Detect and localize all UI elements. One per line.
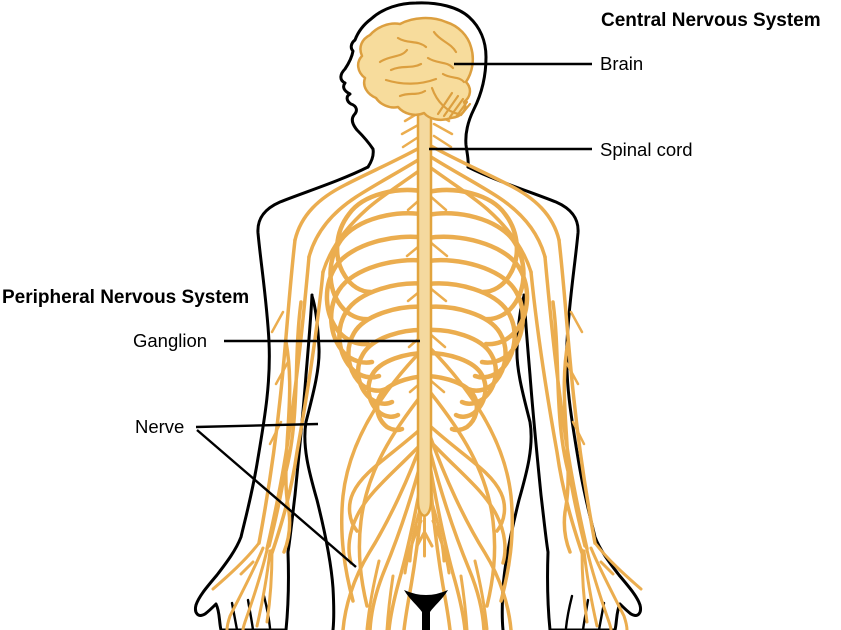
brain-label: Brain bbox=[600, 53, 644, 74]
brain-illustration bbox=[356, 16, 475, 122]
cns-heading: Central Nervous System bbox=[601, 10, 821, 31]
pubic-mark bbox=[404, 590, 448, 630]
thigh-nerve-twigs bbox=[365, 504, 423, 630]
spinal-cord bbox=[416, 101, 433, 518]
hand-nerves bbox=[211, 541, 274, 630]
cerebellum-hatching bbox=[430, 86, 472, 119]
torso-outline bbox=[303, 294, 336, 630]
nerve-label: Nerve bbox=[135, 416, 185, 437]
nerve-leader-line-arm bbox=[195, 422, 319, 429]
nerve-leader-line-leg bbox=[196, 429, 357, 568]
pns-heading: Peripheral Nervous System bbox=[2, 287, 250, 308]
brain-gyri bbox=[378, 30, 466, 98]
arm-outline bbox=[194, 165, 370, 630]
brain-outline bbox=[356, 16, 475, 122]
leg-nerves bbox=[341, 424, 426, 630]
thoracic-nerves bbox=[324, 187, 429, 433]
flank-nerves bbox=[340, 346, 426, 608]
brachial-plexus bbox=[293, 144, 425, 274]
head-outline bbox=[339, 1, 488, 169]
body-outline bbox=[194, 1, 643, 630]
sacral-nerves bbox=[415, 516, 434, 558]
dorsal-rami-twigs bbox=[405, 194, 426, 394]
spinal-cord-label: Spinal cord bbox=[600, 139, 693, 160]
ganglion-label: Ganglion bbox=[133, 330, 208, 351]
leader-lines bbox=[195, 62, 592, 568]
